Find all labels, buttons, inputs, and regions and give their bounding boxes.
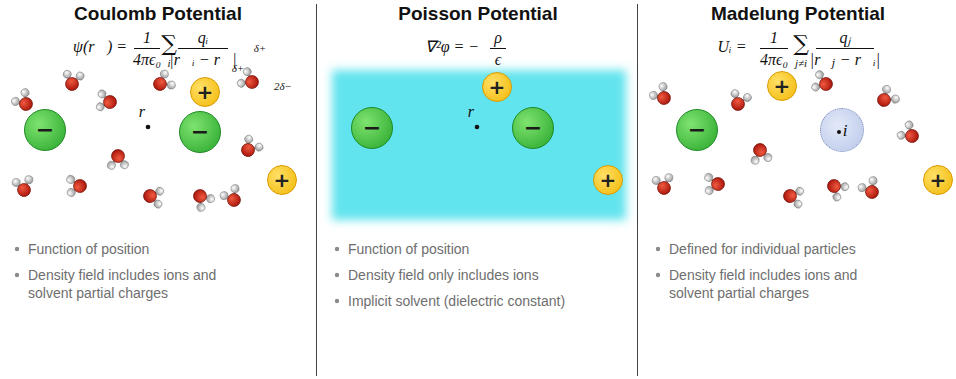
formula: qⱼ bbox=[840, 29, 851, 47]
partial-charge: δ+ bbox=[232, 62, 245, 74]
fraction-bar bbox=[178, 48, 228, 49]
charge-sign: − bbox=[524, 117, 542, 139]
cation-circle: + bbox=[593, 165, 623, 195]
charge-sign: + bbox=[197, 82, 214, 102]
panel-divider bbox=[637, 4, 638, 376]
bullet-text: Density field includes ions and solvent … bbox=[669, 266, 899, 302]
fraction-bar bbox=[134, 48, 160, 49]
anion-circle: − bbox=[179, 111, 221, 153]
charge-sign: + bbox=[274, 170, 291, 190]
cation-circle: + bbox=[923, 165, 953, 195]
partial-charge: δ+ bbox=[254, 42, 267, 54]
position-dot bbox=[475, 125, 480, 130]
bullet-text: Function of position bbox=[28, 240, 268, 258]
particle-circle: i bbox=[820, 108, 864, 152]
panel-title: Coulomb Potential bbox=[74, 3, 242, 25]
charge-sign: + bbox=[930, 170, 947, 190]
fraction-bar bbox=[816, 48, 874, 49]
anion-circle: − bbox=[24, 109, 66, 151]
charge-sign: + bbox=[774, 76, 791, 96]
formula: ∑ bbox=[793, 32, 809, 56]
cation-circle: + bbox=[267, 165, 297, 195]
water-molecules bbox=[647, 69, 922, 210]
fraction-bar bbox=[490, 48, 506, 49]
bullet-text: Density field only includes ions bbox=[348, 266, 628, 284]
formula: ψ(r⃗) = bbox=[73, 38, 127, 56]
formula: 4πϵ₀ bbox=[760, 51, 788, 69]
charge-sign: + bbox=[489, 77, 506, 97]
charge-sign: + bbox=[600, 170, 617, 190]
bullet-text: Function of position bbox=[348, 240, 628, 258]
formula: qᵢ bbox=[198, 29, 209, 47]
charge-sign: − bbox=[191, 121, 209, 143]
panel-title: Poisson Potential bbox=[398, 3, 557, 25]
bullet-text: Density field includes ions and solvent … bbox=[28, 266, 258, 302]
cation-circle: + bbox=[482, 72, 512, 102]
formula: Uᵢ = bbox=[718, 38, 747, 56]
charge-sign: i bbox=[843, 122, 848, 139]
panel-divider bbox=[316, 4, 317, 376]
bullet-text: Implicit solvent (dielectric constant) bbox=[348, 292, 633, 310]
formula: ∇²φ = − bbox=[425, 38, 479, 56]
partial-charge: 2δ− bbox=[274, 80, 292, 92]
anion-circle: − bbox=[512, 107, 554, 149]
formula: ρ bbox=[494, 29, 502, 47]
particle-dot bbox=[837, 130, 841, 134]
formula: |r⃗ᵢ − r⃗| bbox=[169, 51, 236, 69]
anion-circle: − bbox=[351, 107, 393, 149]
bullet-text: Defined for individual particles bbox=[669, 240, 949, 258]
charge-sign: − bbox=[36, 119, 54, 141]
implicit-solvent bbox=[332, 70, 626, 220]
charge-sign: − bbox=[363, 117, 381, 139]
cation-circle: + bbox=[767, 71, 797, 101]
charge-sign: − bbox=[688, 119, 706, 141]
formula: j≠i bbox=[795, 57, 807, 69]
position-vector: r⃗ bbox=[468, 103, 487, 121]
formula: ϵ bbox=[495, 51, 501, 69]
fraction-bar bbox=[760, 48, 788, 49]
position-dot bbox=[146, 125, 151, 130]
position-vector: r⃗ bbox=[139, 103, 158, 121]
anion-circle: − bbox=[676, 109, 718, 151]
water-molecules bbox=[9, 65, 265, 213]
formula: 1 bbox=[143, 29, 151, 47]
cation-circle: + bbox=[190, 77, 220, 107]
panel-title: Madelung Potential bbox=[711, 3, 885, 25]
formula: |r⃗ⱼ − r⃗ᵢ| bbox=[810, 51, 881, 69]
formula: 1 bbox=[770, 29, 778, 47]
formula: 4πϵ₀ bbox=[133, 51, 161, 69]
